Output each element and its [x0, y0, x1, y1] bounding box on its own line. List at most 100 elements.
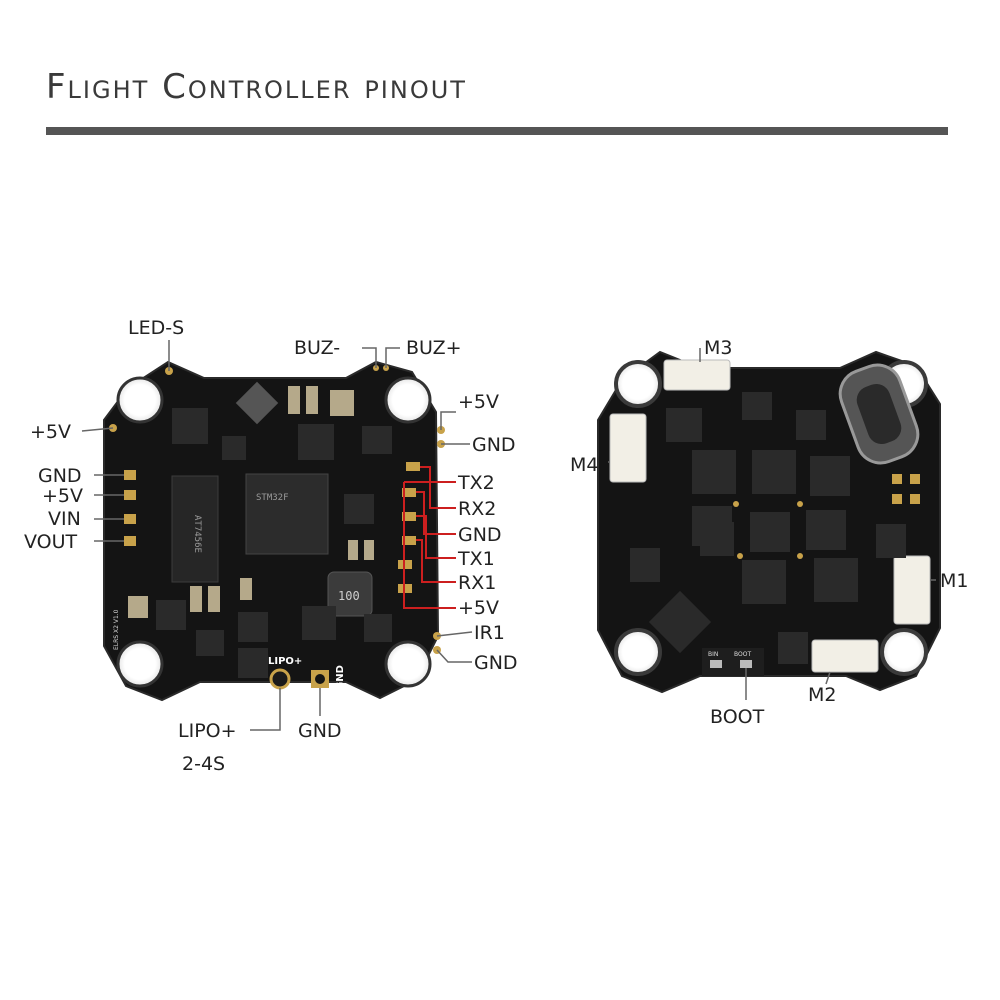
- bin-pad: [710, 660, 722, 668]
- motor-connector-m4: [609, 413, 647, 483]
- esc-chip: [814, 558, 858, 602]
- label-gnd-left: GND: [38, 465, 82, 487]
- label-buz-plus: BUZ+: [406, 337, 462, 359]
- mount-hole: [614, 628, 662, 676]
- label-gnd-bottom-right: GND: [474, 652, 518, 674]
- label-m4: M4: [570, 454, 598, 476]
- esc-chip: [876, 524, 906, 558]
- pad: [124, 470, 136, 480]
- small-chip: [172, 408, 208, 444]
- label-plus5v-left-2: +5V: [42, 485, 83, 507]
- label-m3: M3: [704, 337, 732, 359]
- capacitor: [128, 596, 148, 618]
- esc-chip: [742, 392, 772, 420]
- esc-chip: [692, 450, 736, 494]
- bin-silk: BIN: [708, 651, 718, 658]
- version-silk: ELRS X2 V1.0: [113, 609, 120, 650]
- label-buz-minus: BUZ-: [294, 337, 340, 359]
- esc-chip: [648, 590, 712, 654]
- label-boot: BOOT: [710, 706, 765, 728]
- lipo-pad: [269, 668, 291, 690]
- lipo-silk: LIPO+: [268, 656, 302, 667]
- small-chip: [344, 494, 374, 524]
- uart-highlight: [403, 466, 456, 609]
- osd-chip-label: AT7456E: [192, 515, 202, 553]
- capacitor: [330, 390, 354, 416]
- pad: [733, 501, 739, 507]
- gyro-chip: [235, 381, 279, 425]
- esc-chip: [778, 632, 808, 664]
- gnd-silk: GND: [335, 665, 346, 690]
- motor-connector-m2: [811, 639, 879, 673]
- esc-chip: [806, 510, 846, 550]
- capacitor: [190, 586, 202, 612]
- uart-pad: [402, 488, 416, 497]
- label-plus5v-left: +5V: [30, 421, 71, 443]
- small-chip: [362, 426, 392, 454]
- small-chip: [302, 606, 336, 640]
- label-gnd-uart: GND: [458, 524, 502, 546]
- pad: [797, 501, 803, 507]
- small-chip: [222, 436, 246, 460]
- esc-chip: [810, 456, 850, 496]
- label-rx2: RX2: [458, 498, 496, 520]
- pad: [124, 536, 136, 546]
- mcu-chip: [245, 473, 329, 555]
- mount-hole: [116, 640, 164, 688]
- capacitor: [240, 578, 252, 600]
- small-chip: [196, 630, 224, 656]
- esc-chip: [750, 512, 790, 552]
- label-vout: VOUT: [24, 531, 78, 553]
- capacitor: [288, 386, 300, 414]
- capacitor: [348, 540, 358, 560]
- label-m1: M1: [940, 570, 968, 592]
- label-plus5v-uart: +5V: [458, 597, 499, 619]
- right-leader-lines: [608, 348, 936, 700]
- inductor: [327, 571, 373, 617]
- mount-hole: [384, 640, 432, 688]
- pad: [124, 514, 136, 524]
- mount-hole: [384, 376, 432, 424]
- pad: [910, 474, 920, 484]
- pad: [124, 490, 136, 500]
- label-lipo-plus: LIPO+: [178, 720, 237, 742]
- mcu-chip-label: STM32F: [256, 493, 289, 503]
- label-gnd-top-right: GND: [472, 434, 516, 456]
- inductor-label: 100: [338, 589, 360, 603]
- motor-connector-m1: [893, 555, 931, 625]
- pad: [737, 553, 743, 559]
- mount-hole: [614, 360, 662, 408]
- small-chip: [238, 648, 268, 678]
- esc-chip: [700, 522, 734, 556]
- boot-silk: BOOT: [734, 651, 751, 658]
- esc-chip: [666, 408, 702, 442]
- right-board: BIN BOOT: [597, 350, 941, 694]
- pad: [892, 494, 902, 504]
- esc-chip: [752, 450, 796, 494]
- page-title: Flight Controller pinout: [46, 67, 467, 107]
- small-chip: [238, 612, 268, 642]
- small-chip: [298, 424, 334, 460]
- small-chip: [156, 600, 186, 630]
- capacitor: [364, 540, 374, 560]
- label-cells: 2-4S: [182, 753, 225, 775]
- esc-chip: [796, 410, 826, 440]
- capacitor: [306, 386, 318, 414]
- left-board: STM32F AT7456E 100: [103, 360, 445, 702]
- boot-pad: [740, 660, 752, 668]
- label-tx2: TX2: [457, 472, 495, 494]
- label-vin: VIN: [48, 508, 81, 530]
- label-rx1: RX1: [458, 572, 496, 594]
- uart-pad: [406, 462, 420, 471]
- left-leader-lines: [81, 340, 473, 731]
- mount-hole: [116, 376, 164, 424]
- uart-pad: [402, 536, 416, 545]
- motor-connector-m3: [663, 359, 731, 391]
- label-tx1: TX1: [457, 548, 495, 570]
- pad: [910, 494, 920, 504]
- osd-chip: [171, 475, 219, 583]
- uart-pad: [402, 512, 416, 521]
- small-chip: [364, 614, 392, 642]
- label-led-s: LED-S: [128, 317, 184, 339]
